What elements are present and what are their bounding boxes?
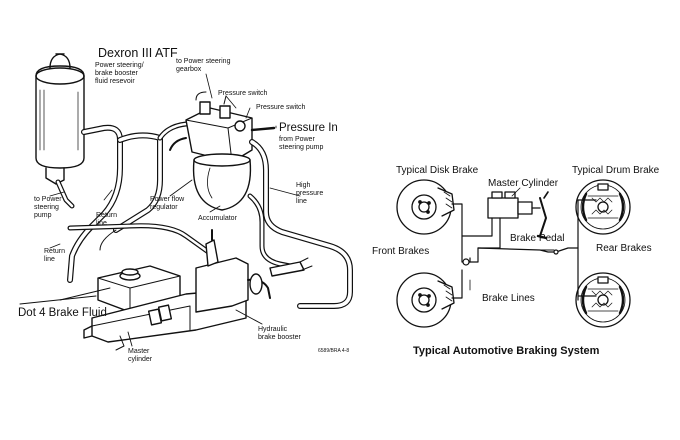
- pressure-switch-block: [169, 91, 276, 163]
- label-accumulator: Accumulator: [198, 215, 237, 222]
- label-pressure-switch-1: Pressure switch: [218, 90, 268, 97]
- master-cylinder-assembly: [83, 229, 313, 351]
- label-from-pump: from Power steering pump: [279, 136, 324, 151]
- master-cylinder: [487, 191, 549, 240]
- rear-drum-brake-bottom: [575, 272, 631, 328]
- label-master-cylinder-right: Master Cylinder: [488, 178, 559, 189]
- label-high-pressure: High pressure line: [296, 182, 324, 205]
- label-return-line-1: Return line: [96, 212, 118, 227]
- label-pressure-in: Pressure In: [279, 122, 338, 134]
- label-brake-pedal: Brake Pedal: [510, 233, 565, 244]
- label-dexron: Dexron III ATF: [98, 46, 178, 60]
- front-disk-brake-top: [396, 179, 455, 235]
- rear-drum-brake-top: [575, 179, 631, 235]
- label-drum-brake: Typical Drum Brake: [572, 165, 660, 176]
- label-reservoir: Power steering/ brake booster fluid rese…: [95, 62, 144, 85]
- label-to-gearbox: to Power steering gearbox: [176, 58, 231, 73]
- label-rear-brakes: Rear Brakes: [596, 243, 652, 254]
- fluid-reservoir: [35, 53, 85, 185]
- label-front-brakes: Front Brakes: [372, 246, 430, 257]
- front-disk-brake-bottom: [396, 272, 455, 328]
- label-flow-regulator: Power flow regulator: [150, 196, 185, 211]
- label-brake-lines: Brake Lines: [482, 293, 535, 304]
- label-pressure-switch-2: Pressure switch: [256, 104, 306, 111]
- label-hydraulic-booster: Hydraulic brake booster: [258, 326, 301, 341]
- label-to-pump: to Power steering pump: [34, 196, 62, 219]
- label-return-line-2: Return line: [44, 248, 66, 263]
- figure-code: 6589/BRA 4-8: [318, 348, 350, 354]
- accumulator: [192, 153, 252, 211]
- brake-lines: [451, 199, 597, 301]
- label-dot4: Dot 4 Brake Fluid: [18, 307, 107, 319]
- diagram-title: Typical Automotive Braking System: [413, 345, 600, 357]
- label-master-cylinder-left: Master cylinder: [128, 348, 153, 363]
- label-disk-brake: Typical Disk Brake: [396, 165, 479, 176]
